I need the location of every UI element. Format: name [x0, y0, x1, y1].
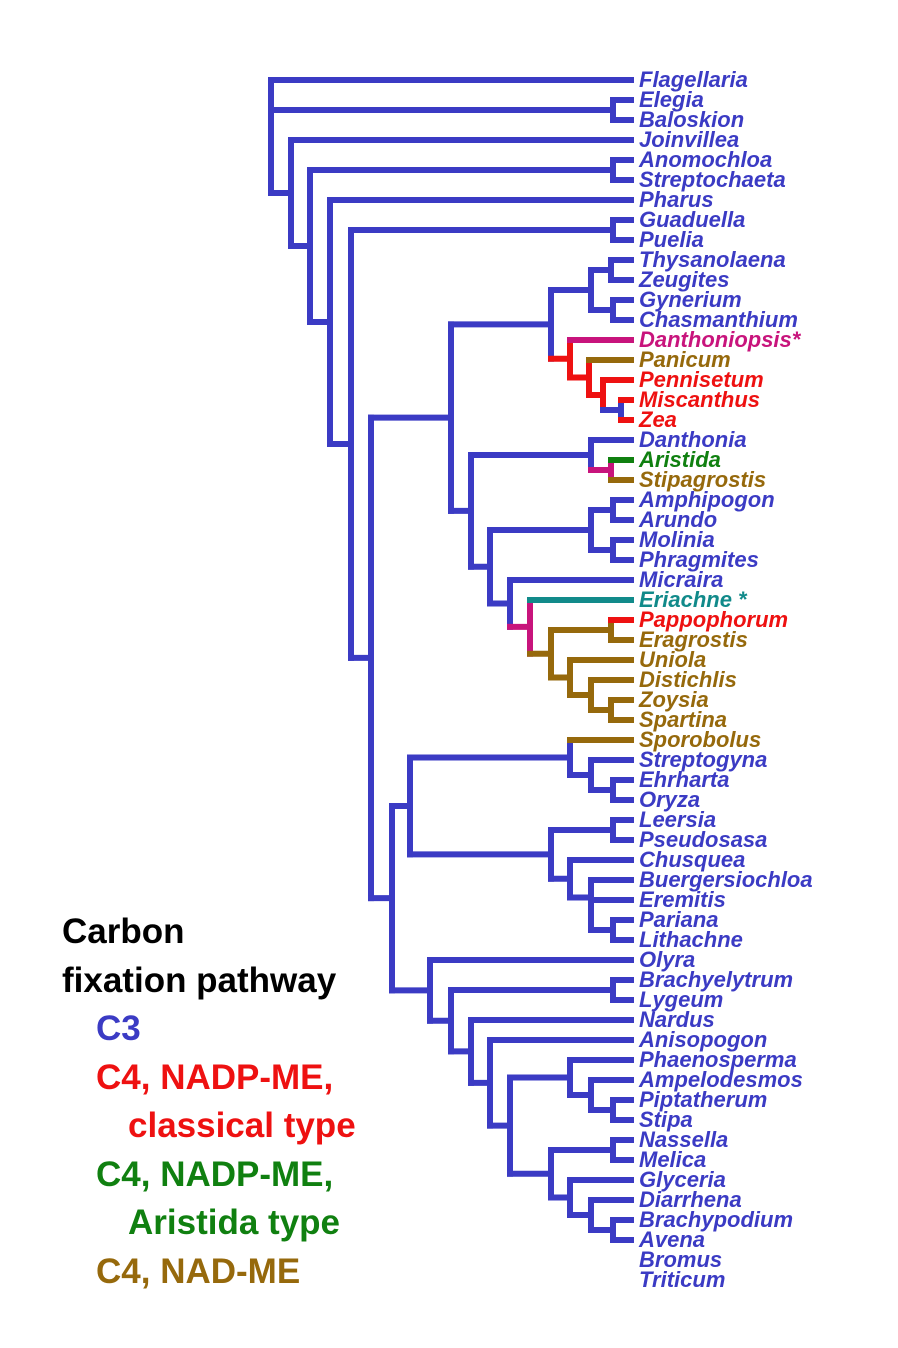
taxon-label: Anisopogon [639, 1027, 768, 1052]
taxon-label: Ampelodesmos [639, 1067, 803, 1092]
taxon-label: Thysanolaena [639, 247, 786, 272]
taxon-label: Pennisetum [639, 367, 764, 392]
legend: Carbon fixation pathway C3 C4, NADP-ME, … [62, 908, 356, 1296]
taxon-label: Chusquea [639, 847, 746, 872]
taxon-label: Baloskion [639, 107, 745, 132]
taxon-label: Brachypodium [639, 1207, 794, 1232]
taxon-label: Olyra [639, 947, 696, 972]
taxon-label: Pseudosasa [639, 827, 768, 852]
taxon-label: Diarrhena [639, 1187, 742, 1212]
legend-aristida-line1: C4, NADP-ME, [96, 1154, 334, 1194]
legend-nad-me: C4, NAD-ME [96, 1251, 301, 1291]
taxon-label: Zeugites [639, 267, 730, 292]
taxon-label: Pharus [639, 187, 714, 212]
taxon-label: Anomochloa [639, 147, 773, 172]
legend-title-line2: fixation pathway [62, 960, 337, 1000]
taxon-label: Streptogyna [639, 747, 768, 772]
taxon-label: Joinvillea [639, 127, 740, 152]
taxon-label: Chasmanthium [639, 307, 798, 332]
taxon-label: Micraira [639, 567, 724, 592]
taxon-label: Glyceria [639, 1167, 726, 1192]
legend-c4-nadp-me-line2: classical type [128, 1106, 356, 1145]
taxon-label: Pappophorum [639, 607, 789, 632]
taxon-label: Eriachne * [639, 587, 747, 612]
taxon-label: Streptochaeta [639, 167, 786, 192]
taxon-label: Buergersiochloa [639, 867, 813, 892]
taxon-label: Pariana [639, 907, 719, 932]
taxon-label: Gynerium [639, 287, 742, 312]
taxon-label: Flagellaria [639, 67, 748, 92]
taxon-label: Bromus [639, 1247, 723, 1272]
taxon-label: Miscanthus [639, 387, 761, 412]
taxon-label: Guaduella [639, 207, 746, 232]
taxon-label: Puelia [639, 227, 704, 252]
taxon-label: Melica [639, 1147, 707, 1172]
taxon-label: Danthonia [639, 427, 747, 452]
taxon-label: Nassella [639, 1127, 729, 1152]
taxon-label: Molinia [639, 527, 715, 552]
taxon-label: Distichlis [639, 667, 737, 692]
taxon-label: Eremitis [639, 887, 726, 912]
taxon-label: Triticum [639, 1267, 726, 1292]
taxon-label: Panicum [639, 347, 731, 372]
taxon-label: Lygeum [639, 987, 724, 1012]
legend-c4-nadp-me-line1: C4, NADP-ME, [96, 1057, 334, 1097]
taxon-label: Stipa [639, 1107, 693, 1132]
taxon-label: Zoysia [639, 687, 709, 712]
taxon-label: Amphipogon [639, 487, 775, 512]
taxon-label: Avena [639, 1227, 706, 1252]
taxon-label: Stipagrostis [639, 467, 767, 492]
taxon-label: Danthoniopsis* [639, 327, 801, 352]
taxon-label: Piptatherum [639, 1087, 768, 1112]
taxon-label: Zea [639, 407, 677, 432]
taxon-label: Spartina [639, 707, 728, 732]
taxon-label: Oryza [639, 787, 701, 812]
taxon-label: Eragrostis [639, 627, 748, 652]
legend-title-line1: Carbon [62, 912, 185, 951]
taxon-label: Leersia [639, 807, 717, 832]
taxon-label: Brachyelytrum [639, 967, 794, 992]
taxon-label: Ehrharta [639, 767, 730, 792]
legend-aristida-line2: Aristida type [128, 1203, 340, 1242]
taxon-label: Elegia [639, 87, 704, 112]
taxon-label: Uniola [639, 647, 707, 672]
taxon-label: Nardus [639, 1007, 715, 1032]
taxon-label: Phaenosperma [639, 1047, 797, 1072]
taxon-label: Phragmites [639, 547, 759, 572]
taxon-label: Aristida [639, 447, 721, 472]
taxon-label: Lithachne [639, 927, 743, 952]
taxon-label: Arundo [639, 507, 718, 532]
taxon-label: Sporobolus [639, 727, 762, 752]
legend-c3: C3 [96, 1009, 141, 1048]
